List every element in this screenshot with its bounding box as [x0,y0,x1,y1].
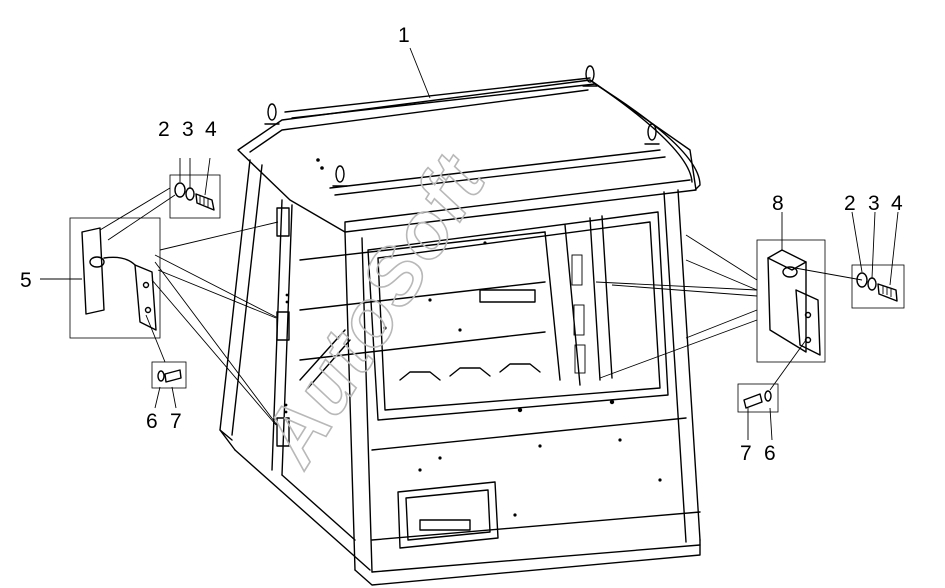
callout-right-washer-2: 2 [844,192,856,215]
left-washer-3 [185,187,195,201]
rivet-holes [284,158,662,517]
cab-body [219,65,701,586]
right-bolt-4 [877,283,898,302]
callout-left-washer-3: 3 [182,118,194,141]
cab-leader-line [409,47,431,99]
callout-cab: 1 [398,24,410,47]
callout-left-washer-7: 7 [170,410,182,433]
callout-left-hinge-5: 5 [20,269,32,292]
right-washer-3 [867,277,877,291]
callout-right-bolt-4: 4 [891,192,903,215]
callout-left-bolt-4: 4 [205,118,217,141]
callout-right-washer-3: 3 [868,192,880,215]
left-hinge-5 [81,227,157,331]
right-hardware-group [595,211,905,441]
callout-right-hinge-8: 8 [772,192,784,215]
lifting-eye-2 [582,65,598,87]
left-bolt-6 [157,369,182,383]
lifting-eye-1 [264,103,280,125]
left-hardware-group [40,157,279,426]
callout-right-washer-7: 7 [740,442,752,465]
right-bolt-7 [743,390,772,409]
lifting-eye-3 [644,123,660,145]
callout-left-washer-2: 2 [158,118,170,141]
left-washer-2 [174,182,186,198]
left-bolt-4 [195,193,215,211]
callout-labels: 1 2 3 4 5 6 7 8 2 3 4 7 6 [20,24,903,465]
right-hinge-8 [767,249,821,356]
lifting-eye-4 [332,165,348,187]
callout-right-bolt-6: 6 [764,442,776,465]
right-washer-2 [856,272,868,288]
callout-left-bolt-6: 6 [146,410,158,433]
